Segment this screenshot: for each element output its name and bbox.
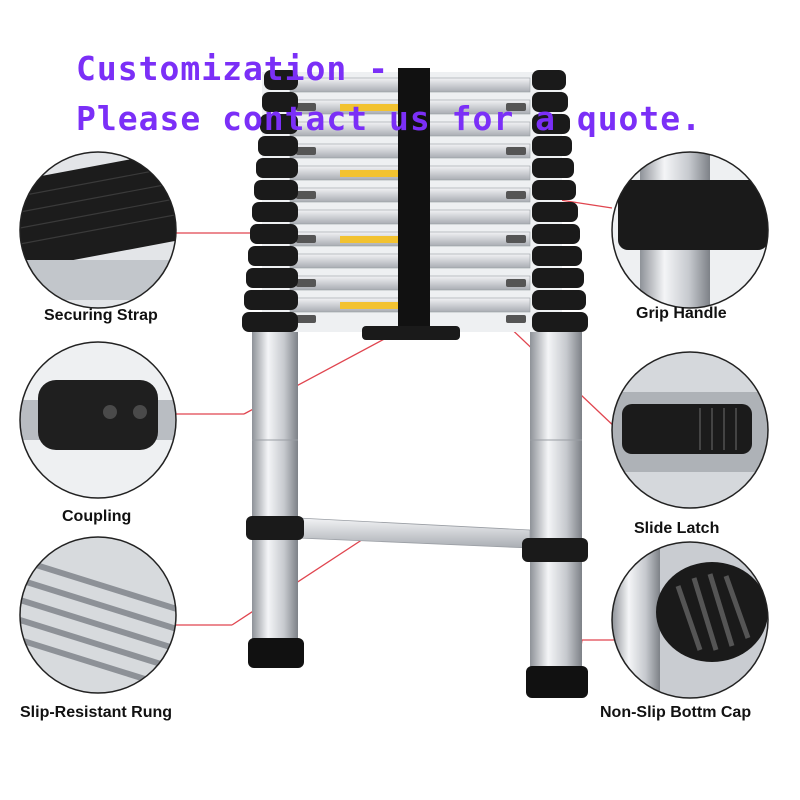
right-foot-cap [526, 666, 588, 698]
detail-non-slip-cap [612, 542, 768, 698]
ladder [242, 68, 588, 698]
right-leg [530, 332, 582, 672]
detail-grip-handle [612, 152, 768, 308]
label-non-slip-cap: Non-Slip Bottm Cap [600, 704, 752, 721]
right-collar-stack [532, 70, 588, 332]
left-collar-stack [242, 70, 298, 332]
left-leg [252, 332, 298, 642]
strap-buckle [362, 326, 460, 340]
label-securing-strap: Securing Strap [44, 307, 158, 324]
customization-banner: Customization - Please contact us for a q… [76, 44, 702, 144]
banner-line-1: Customization - [76, 49, 390, 88]
rung-slots [296, 103, 526, 323]
detail-coupling [20, 342, 176, 498]
warning-labels [340, 104, 400, 309]
banner-line-2: Please contact us for a quote. [76, 99, 703, 138]
left-foot-cap [248, 638, 304, 668]
label-slip-resistant-rung: Slip-Resistant Rung [20, 704, 173, 721]
label-coupling: Coupling [62, 508, 132, 525]
label-slide-latch: Slide Latch [634, 520, 720, 537]
detail-securing-strap [20, 152, 176, 308]
detail-slide-latch [612, 352, 768, 508]
detail-slip-resistant-rung [20, 537, 176, 693]
securing-strap [398, 68, 430, 330]
label-grip-handle: Grip Handle [636, 305, 727, 322]
